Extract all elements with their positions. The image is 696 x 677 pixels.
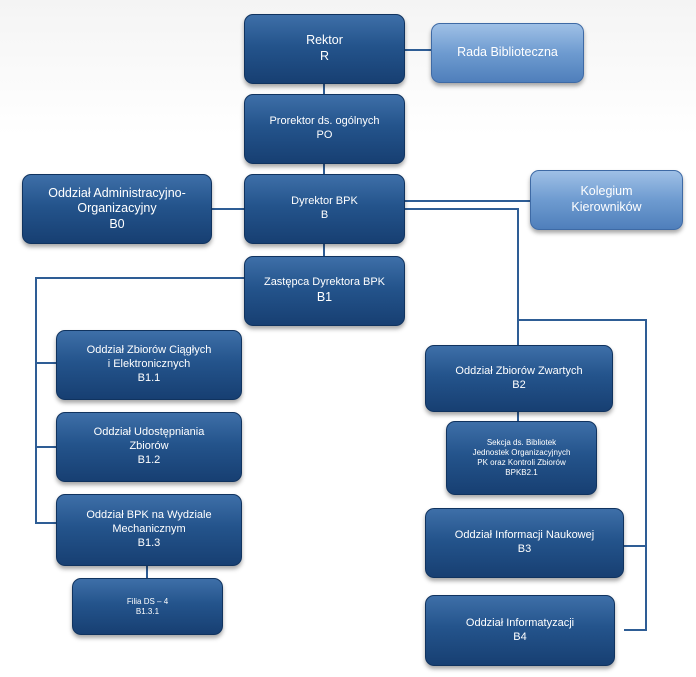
node-kolegium-line-1: Kolegium — [580, 184, 633, 199]
node-b12-line-1: Oddział Udostępniania — [93, 426, 205, 439]
node-b131-line-1: Filia DS – 4 — [126, 596, 169, 606]
node-b11-line-1: Oddział Zbiorów Ciągłych — [86, 344, 212, 357]
node-b3-line-2: B3 — [517, 543, 532, 555]
node-oddzial-bpk-mechanicznym: Oddział BPK na Wydziale Mechanicznym B1.… — [56, 494, 242, 566]
node-b4-line-1: Oddział Informatyzacji — [465, 616, 575, 629]
node-prorektor: Prorektor ds. ogólnych PO — [244, 94, 405, 164]
node-oddzial-zbiorow-ciaglych: Oddział Zbiorów Ciągłych i Elektroniczny… — [56, 330, 242, 400]
node-filia-ds4: Filia DS – 4 B1.3.1 — [72, 578, 223, 635]
node-rektor: Rektor R — [244, 14, 405, 84]
node-b21-line-4: BPKB2.1 — [505, 468, 538, 477]
node-oddzial-administracyjno-organizacyjny: Oddział Administracyjno- Organizacyjny B… — [22, 174, 212, 244]
node-oddzial-udostepniania: Oddział Udostępniania Zbiorów B1.2 — [56, 412, 242, 482]
node-oddzial-informacji-naukowej: Oddział Informacji Naukowej B3 — [425, 508, 624, 578]
node-b0-line-1: Oddział Administracyjno- — [48, 185, 186, 200]
node-prorektor-line-1: Prorektor ds. ogólnych — [269, 115, 380, 128]
node-b0-line-3: B0 — [109, 216, 125, 231]
node-kolegium-kierownikow: Kolegium Kierowników — [530, 170, 683, 230]
node-b11-line-2: i Elektronicznych — [107, 358, 191, 371]
node-b11-line-3: B1.1 — [137, 371, 161, 384]
node-b2-line-1: Oddział Zbiorów Zwartych — [455, 364, 583, 377]
node-b13-line-2: Mechanicznym — [112, 523, 186, 536]
node-oddzial-informatyzacji: Oddział Informatyzacji B4 — [425, 595, 615, 666]
node-b21-line-2: Jednostek Organizacyjnych — [472, 448, 571, 457]
node-b0-line-2: Organizacyjny — [77, 201, 157, 216]
node-oddzial-zbiorow-zwartych: Oddział Zbiorów Zwartych B2 — [425, 345, 613, 412]
node-b12-line-2: Zbiorów — [129, 440, 169, 453]
node-b1-line-2: B1 — [316, 290, 333, 305]
node-dyrektor: Dyrektor BPK B — [244, 174, 405, 244]
node-b13-line-1: Oddział BPK na Wydziale — [86, 509, 212, 522]
node-b3-line-1: Oddział Informacji Naukowej — [454, 529, 595, 542]
node-rada-biblioteczna: Rada Biblioteczna — [431, 23, 584, 83]
node-dyrektor-line-2: B — [320, 209, 329, 221]
node-zastepca-dyrektora: Zastępca Dyrektora BPK B1 — [244, 256, 405, 326]
node-dyrektor-line-1: Dyrektor BPK — [291, 195, 358, 208]
node-prorektor-line-2: PO — [316, 129, 333, 141]
node-b4-line-2: B4 — [513, 630, 527, 643]
node-sekcja-bibliotek: Sekcja ds. Bibliotek Jednostek Organizac… — [446, 421, 597, 495]
node-b2-line-2: B2 — [512, 378, 526, 391]
node-rektor-line-1: Rektor — [306, 33, 343, 48]
node-b12-line-3: B1.2 — [137, 453, 161, 466]
node-b21-line-3: PK oraz Kontroli Zbiorów — [477, 458, 566, 467]
node-b13-line-3: B1.3 — [137, 536, 161, 549]
node-rektor-line-2: R — [319, 49, 330, 63]
node-b1-line-1: Zastępca Dyrektora BPK — [263, 276, 386, 289]
node-b131-line-2: B1.3.1 — [135, 606, 160, 616]
node-b21-line-1: Sekcja ds. Bibliotek — [486, 438, 557, 447]
node-rada-line-1: Rada Biblioteczna — [457, 45, 558, 60]
node-kolegium-line-2: Kierowników — [571, 200, 642, 214]
